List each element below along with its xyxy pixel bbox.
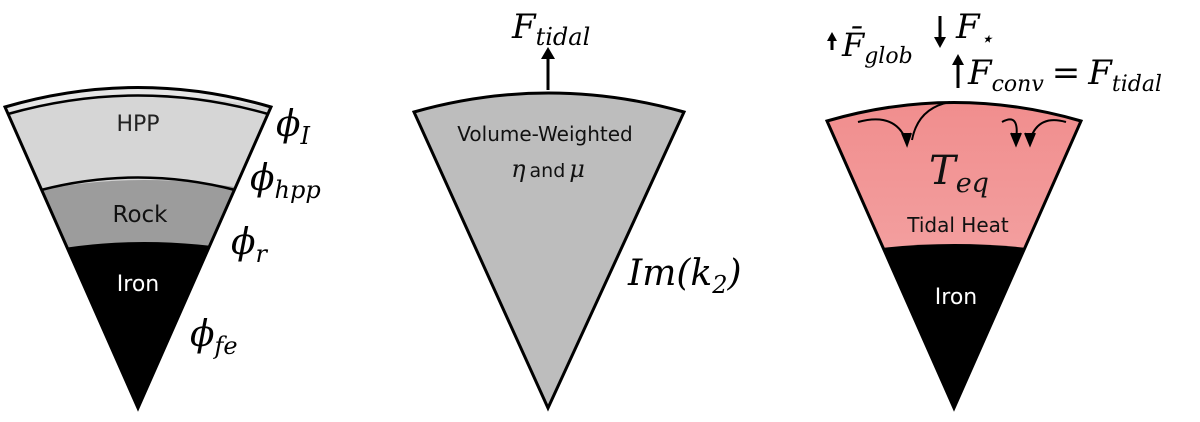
volume-weighted-body: [411, 91, 687, 412]
rock-label: Rock: [113, 202, 169, 228]
phi-rock-label: ϕr: [231, 222, 269, 268]
right-wedge: [824, 101, 1084, 412]
im-k2-label: Im(k2): [627, 253, 742, 299]
right-wedge-outline: [824, 101, 1084, 412]
phi-hpp-label: ϕhpp: [250, 158, 321, 204]
left-wedge-outline: [2, 86, 274, 412]
ice-inner-boundary: [7, 94, 269, 116]
hpp-label: HPP: [116, 112, 159, 137]
phi-ice-label: ϕI: [276, 104, 311, 150]
right-iron-label: Iron: [935, 285, 977, 310]
f-glob-label: F̄glob: [841, 26, 913, 69]
convection-arrows: [857, 101, 1067, 148]
volume-weighted-label: Volume-Weighted: [457, 122, 632, 146]
f-star-label: F⋆: [955, 7, 994, 52]
right-iron-core: [827, 244, 1081, 408]
phi-iron-label: ϕfe: [190, 314, 238, 360]
middle-wedge: [411, 91, 687, 412]
tidal-heat-label: Tidal Heat: [906, 213, 1009, 237]
hpp-rock-boundary: [40, 176, 236, 192]
t-eq-label: Teq: [929, 148, 989, 199]
tidal-flux-arrow: [541, 47, 555, 90]
f-conv-equation: Fconv=Ftidal: [967, 53, 1162, 97]
f-star-arrow: [934, 16, 946, 48]
iron-label: Iron: [117, 272, 159, 297]
f-tidal-top-label: Ftidal: [511, 7, 590, 51]
iron-core: [5, 242, 271, 408]
f-conv-arrow: [952, 54, 964, 88]
f-glob-arrow: [827, 32, 837, 50]
